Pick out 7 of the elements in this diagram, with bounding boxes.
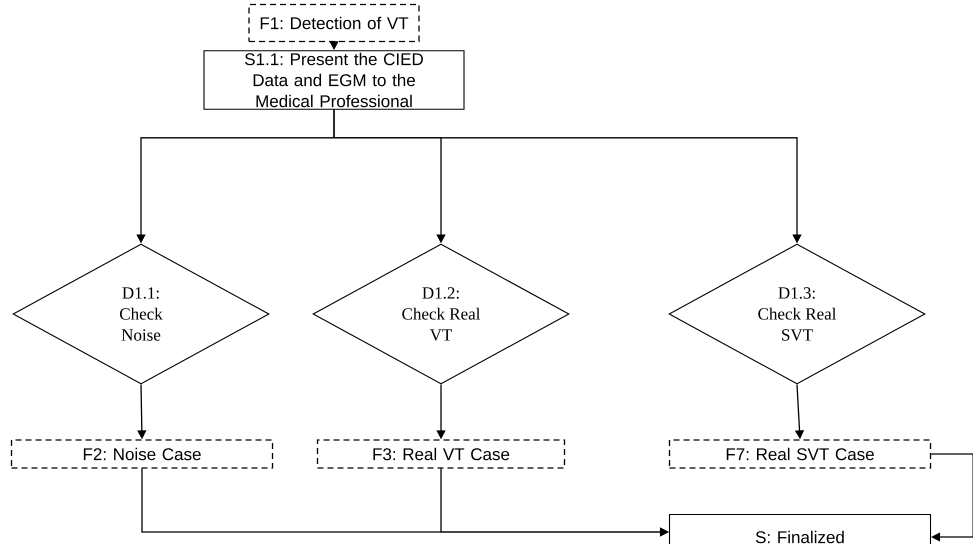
process-box: S1.1: Present the CIED Data and EGM to the Medical Professional	[203, 50, 465, 110]
terminal-box: F2: Noise Case	[10, 439, 274, 469]
terminal-box: F7: Real SVT Case	[668, 439, 932, 469]
terminal-box: F1: Detection of VT	[248, 4, 420, 42]
process-box: S: Finalized	[668, 514, 932, 544]
terminal-box: F3: Real VT Case	[316, 439, 566, 469]
arrow	[931, 453, 973, 542]
